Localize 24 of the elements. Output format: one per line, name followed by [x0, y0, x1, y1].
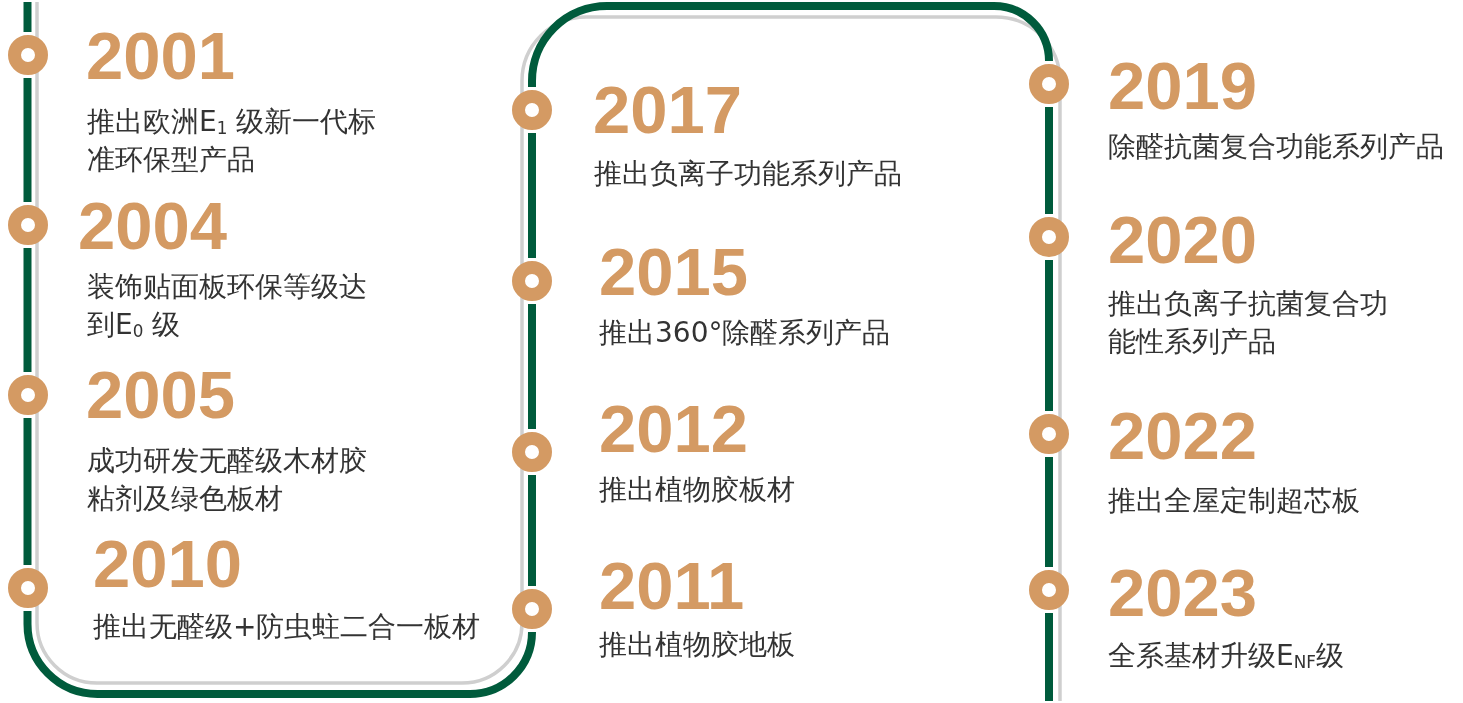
milestone-description: 装饰贴面板环保等级达到E$_{0}$ 级 — [87, 269, 368, 343]
year-label: 2011 — [599, 552, 745, 619]
year-label: 2020 — [1108, 206, 1258, 273]
year-label: 2012 — [599, 395, 749, 462]
milestone-description: 推出负离子抗菌复合功能性系列产品 — [1108, 286, 1389, 360]
year-label: 2022 — [1108, 402, 1258, 469]
year-label: 2017 — [593, 76, 743, 143]
year-label: 2023 — [1108, 559, 1258, 626]
milestone-description: 除醛抗菌复合功能系列产品 — [1108, 129, 1445, 165]
milestone-description: 推出欧洲E$_{1}$ 级新一代标准环保型产品 — [87, 104, 378, 178]
milestone-description: 全系基材升级E$_{NF}$级 — [1108, 638, 1345, 674]
year-label: 2004 — [78, 192, 228, 259]
milestone-description: 推出无醛级+防虫蛀二合一板材 — [93, 609, 482, 645]
milestone-description: 成功研发无醛级木材胶粘剂及绿色板材 — [87, 443, 368, 517]
milestone-description: 推出360°除醛系列产品 — [599, 315, 892, 351]
year-label: 2010 — [93, 530, 243, 597]
milestone-description: 推出全屋定制超芯板 — [1108, 483, 1361, 519]
year-label: 2001 — [86, 22, 236, 89]
milestone-description: 推出植物胶板材 — [599, 472, 796, 508]
year-label: 2019 — [1108, 52, 1258, 119]
year-label: 2005 — [86, 361, 236, 428]
milestone-description: 推出负离子功能系列产品 — [594, 156, 903, 192]
milestone-description: 推出植物胶地板 — [599, 627, 796, 663]
year-label: 2015 — [599, 238, 749, 305]
